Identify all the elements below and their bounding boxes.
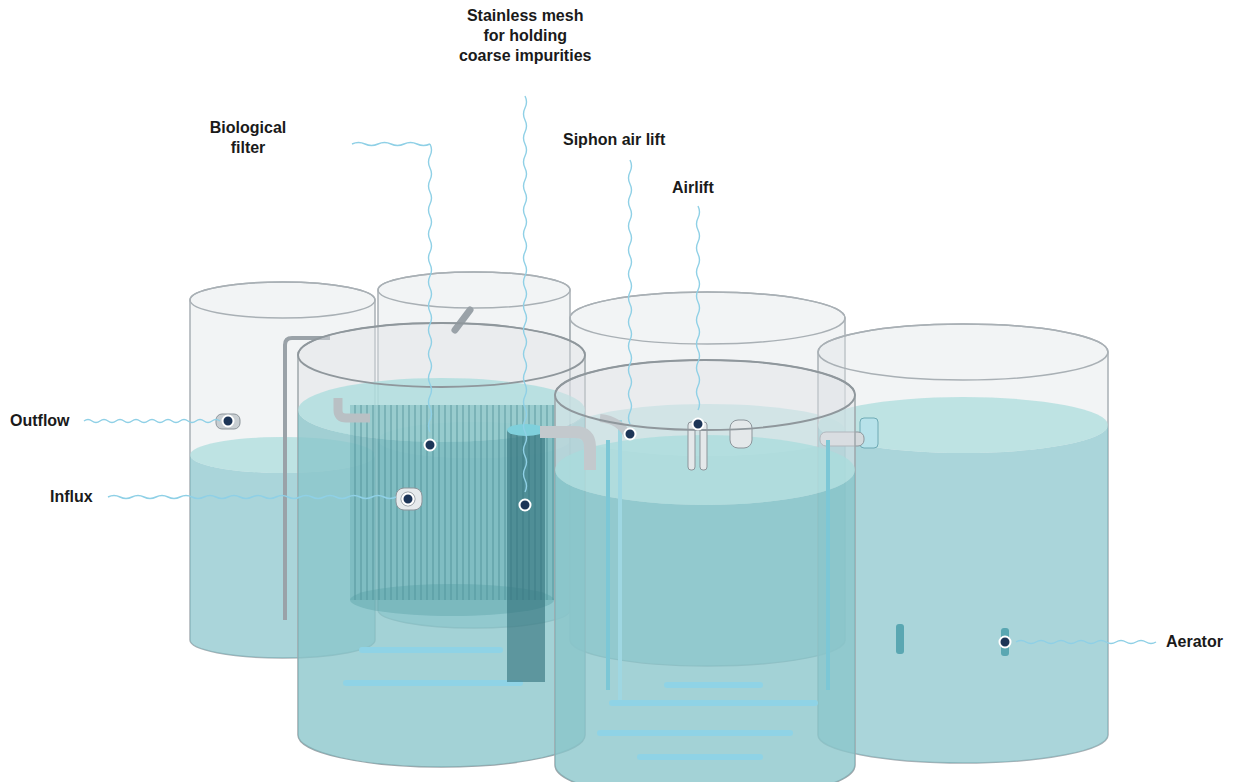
callout-dots bbox=[223, 416, 1011, 648]
part-label: Stainless mesh for holding coarse impuri… bbox=[458, 6, 592, 66]
leader-lines bbox=[84, 96, 1156, 644]
mesh-cylinder bbox=[507, 430, 545, 682]
part-label: Outflow bbox=[10, 411, 70, 431]
tank bbox=[540, 360, 855, 782]
part-label: Airlift bbox=[672, 178, 714, 198]
part-label: Biological filter bbox=[204, 118, 292, 158]
tank bbox=[818, 324, 1108, 763]
tank bbox=[298, 310, 585, 767]
part-label: Siphon air lift bbox=[563, 130, 665, 150]
part-label: Influx bbox=[50, 487, 93, 507]
part-label: Aerator bbox=[1166, 632, 1223, 652]
